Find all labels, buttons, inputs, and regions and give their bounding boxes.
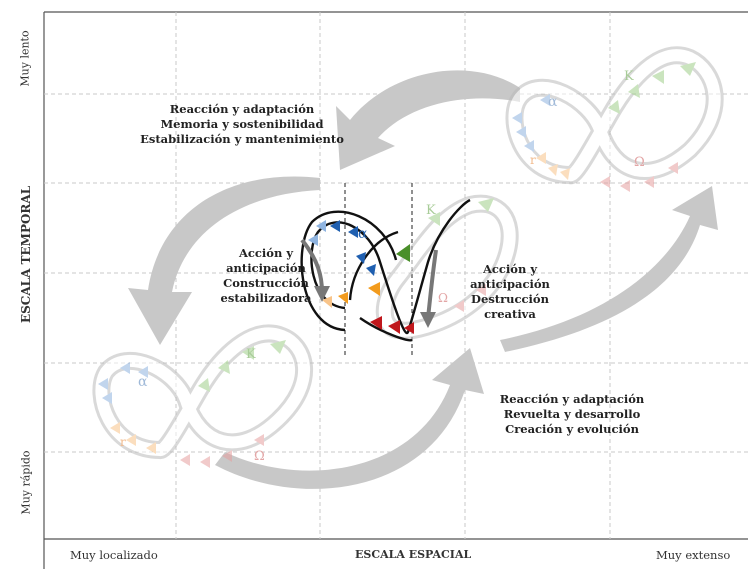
- label-center-right: Acción y anticipación Destrucción creati…: [460, 262, 560, 322]
- k-symbol-top-right: K: [624, 69, 634, 84]
- y-axis-top-label: Muy lento: [18, 30, 32, 87]
- label-bottom-right-line-2: Revuelta y desarrollo: [503, 407, 641, 421]
- label-bottom-right-line-3: Creación y evolución: [505, 422, 639, 436]
- label-center-right-line-4: creativa: [484, 307, 536, 321]
- label-center-right-line-3: Destrucción: [471, 292, 549, 306]
- arrow-left: [128, 176, 320, 345]
- alpha-symbol-top-right: α: [548, 94, 558, 110]
- adaptive-cycle-center: [300, 198, 471, 342]
- omega-symbol-bottom-left: Ω: [254, 449, 265, 464]
- x-axis-right-label: Muy extenso: [656, 548, 731, 562]
- r-symbol-top-right: r: [530, 153, 536, 167]
- label-top-left-line-1: Reacción y adaptación: [169, 102, 315, 116]
- label-top-left-line-3: Estabilización y mantenimiento: [140, 132, 344, 146]
- omega-symbol-top-right: Ω: [634, 155, 645, 170]
- x-axis-left-label: Muy localizado: [70, 548, 158, 562]
- adaptive-cycle-top-right: [505, 46, 724, 192]
- label-center-left-line-4: estabilizadora: [220, 291, 312, 305]
- adaptive-cycle-bottom-left: [92, 324, 314, 468]
- label-center-left: Acción y anticipación Construcción estab…: [210, 246, 322, 306]
- arrow-right: [500, 186, 718, 352]
- transition-arrows: [128, 70, 718, 489]
- adaptive-cycle-center-faded: [375, 194, 519, 340]
- alpha-symbol-center: α: [358, 226, 368, 242]
- omega-symbol-center: Ω: [438, 291, 448, 305]
- label-top-left-line-2: Memoria y sostenibilidad: [160, 117, 324, 131]
- alpha-symbol-bottom-left: α: [138, 374, 148, 390]
- arrow-top: [336, 70, 520, 170]
- k-symbol-center: K: [426, 203, 436, 218]
- label-center-left-line-2: anticipación: [226, 261, 306, 275]
- label-center-left-line-3: Construcción: [223, 276, 309, 290]
- arrow-bottom: [215, 348, 484, 489]
- label-bottom-right: Reacción y adaptación Revuelta y desarro…: [494, 392, 650, 437]
- x-axis-title: ESCALA ESPACIAL: [355, 548, 472, 561]
- k-symbol-bottom-left: K: [246, 347, 256, 362]
- r-symbol-bottom-left: r: [120, 435, 126, 449]
- label-center-right-line-1: Acción y: [482, 262, 537, 276]
- label-center-left-line-1: Acción y: [238, 246, 293, 260]
- label-center-right-line-2: anticipación: [470, 277, 550, 291]
- plot-frame: [43, 11, 748, 569]
- label-bottom-right-line-1: Reacción y adaptación: [499, 392, 645, 406]
- y-axis-bottom-label: Muy rápido: [19, 450, 33, 515]
- label-top-left: Reacción y adaptación Memoria y sostenib…: [130, 102, 354, 147]
- y-axis-title: ESCALA TEMPORAL: [19, 185, 33, 323]
